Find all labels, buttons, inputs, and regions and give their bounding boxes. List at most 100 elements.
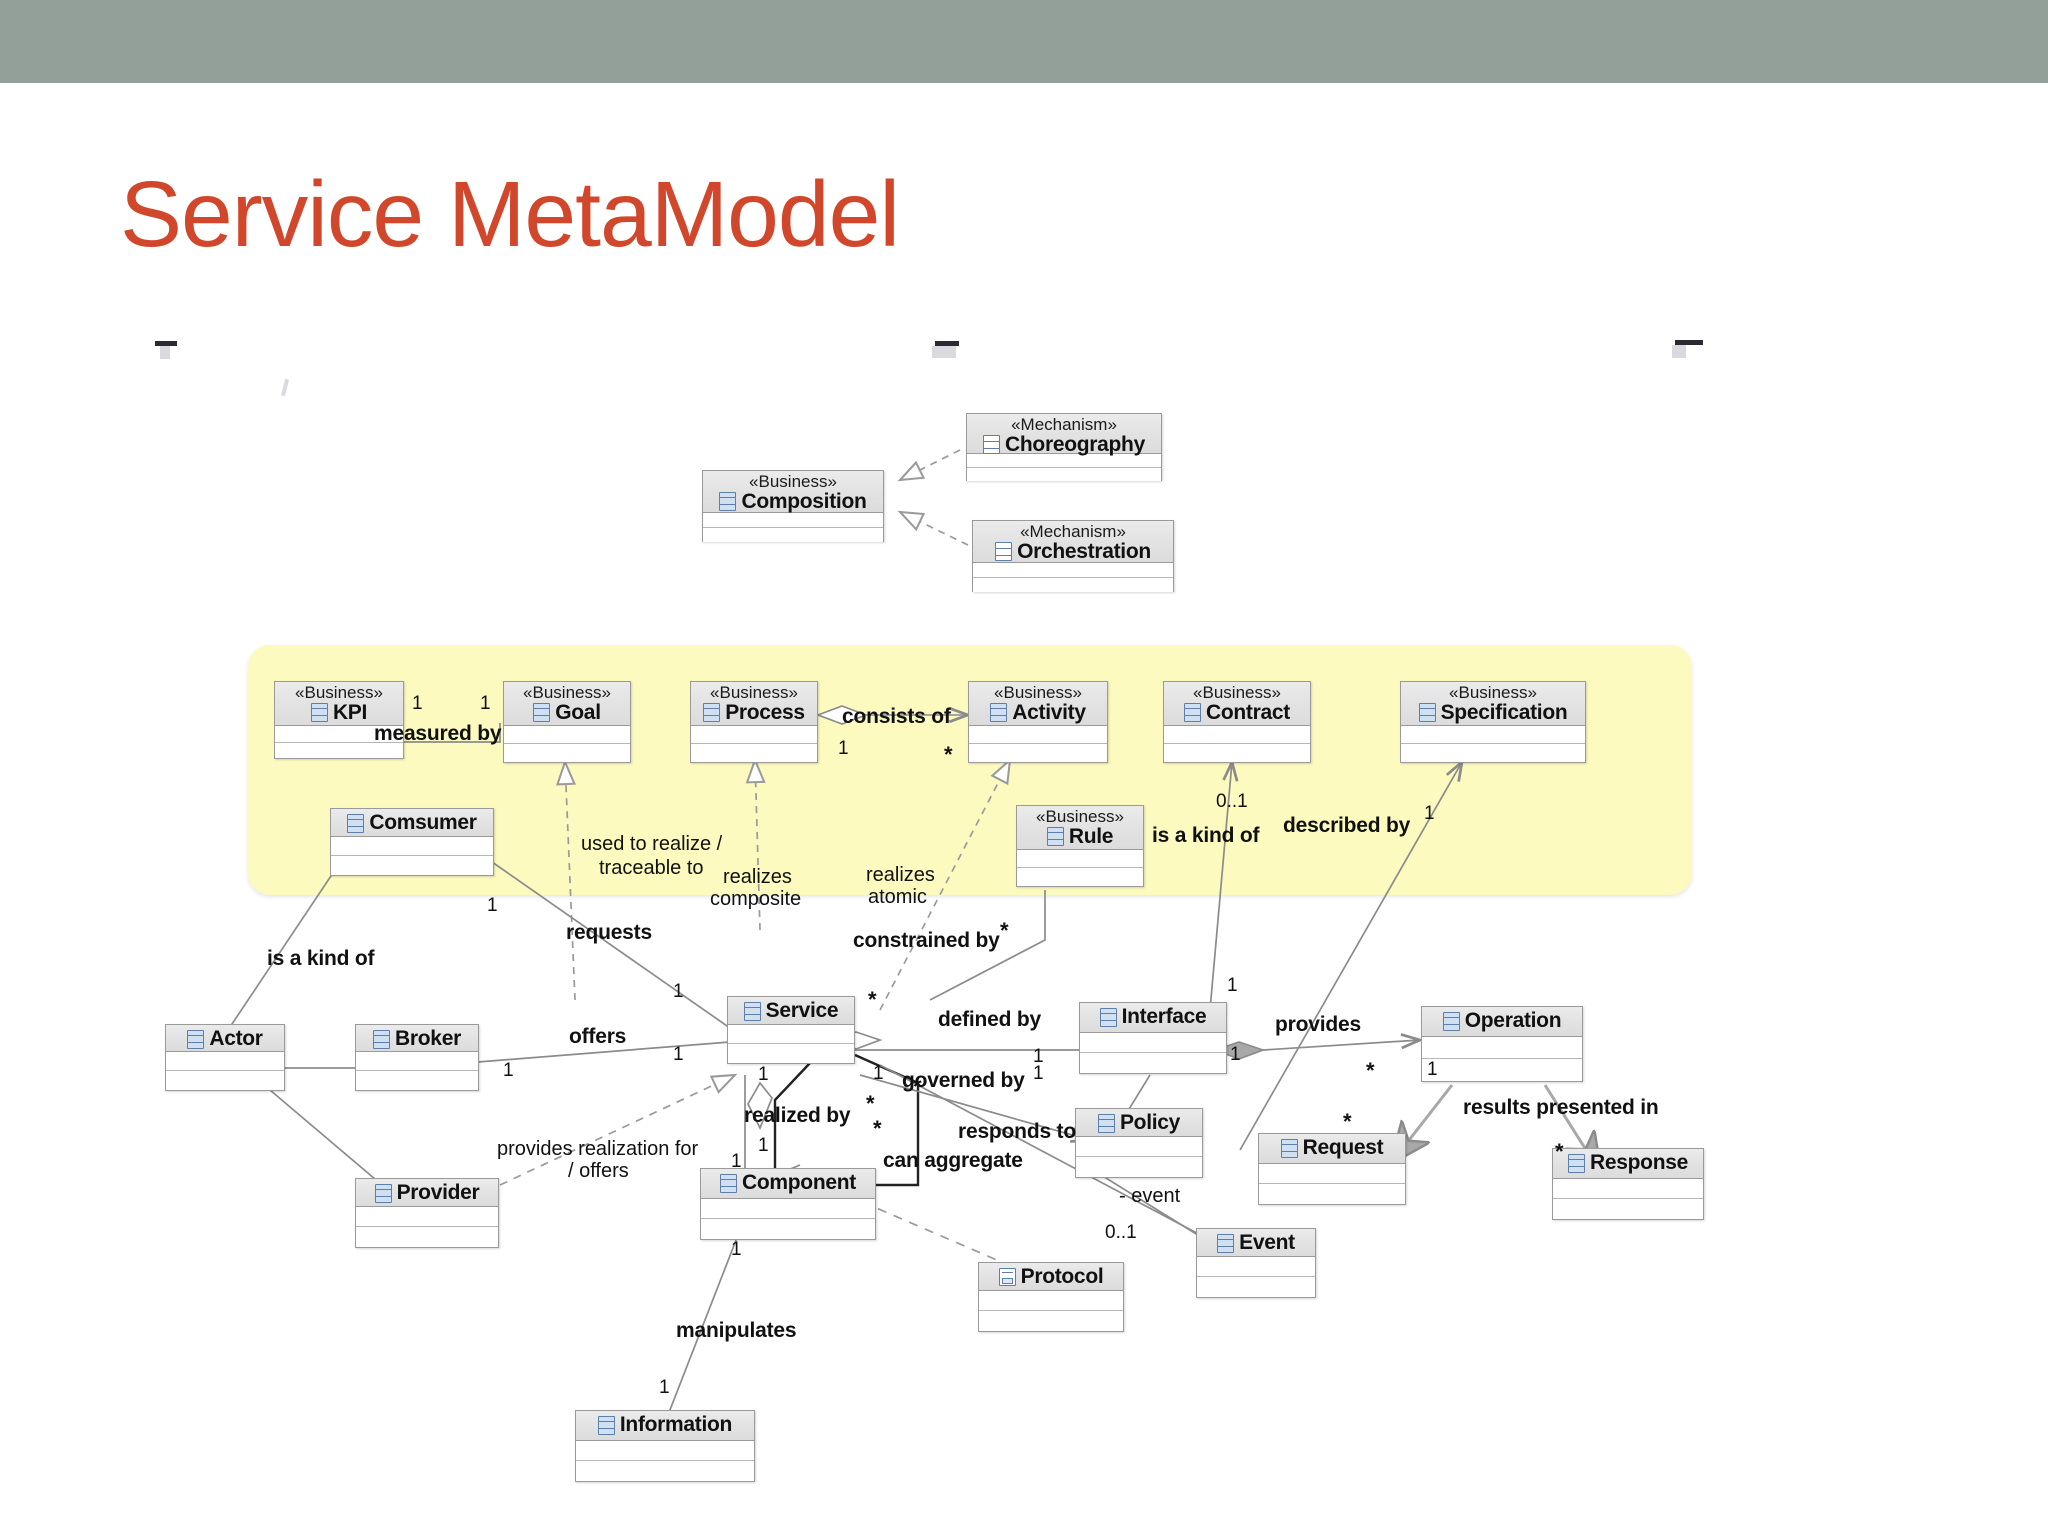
class-icon (1046, 827, 1064, 847)
multiplicity-rule-contract: 0..1 (1216, 791, 1248, 812)
class-box-information[interactable]: Information (575, 1410, 755, 1482)
class-box-protocol[interactable]: Protocol (978, 1262, 1124, 1332)
relationship-label-consists-of: consists of (842, 705, 951, 728)
class-box-activity[interactable]: «Business» Activity (968, 681, 1108, 763)
class-attributes-compartment (1422, 1037, 1582, 1059)
class-box-broker[interactable]: Broker (355, 1024, 479, 1091)
class-attributes-compartment (703, 513, 883, 528)
relationship-label-requests: requests (566, 921, 652, 944)
class-stereotype: «Mechanism» (1011, 415, 1117, 434)
class-name: Orchestration (1017, 539, 1151, 563)
relationship-label-event-role: - event (1119, 1185, 1181, 1207)
class-name: Broker (395, 1027, 461, 1050)
class-header: Interface (1080, 1003, 1226, 1033)
relationship-label-responds-to: responds to (958, 1120, 1076, 1143)
multiplicity-component-top: 1 (758, 1135, 769, 1156)
class-header: «Business» Process (691, 682, 817, 726)
multiplicity-goal: 1 (480, 693, 491, 714)
relationship-label-can-aggregate: can aggregate (883, 1149, 1023, 1172)
class-icon (373, 1029, 391, 1049)
relationship-label-governed-by: governed by (902, 1069, 1025, 1092)
class-operations-compartment (1197, 1277, 1315, 1297)
class-header: «Business» KPI (275, 682, 403, 726)
scan-artifact (935, 341, 959, 346)
class-name: Specification (1440, 700, 1568, 724)
multiplicity-rule: * (1000, 918, 1009, 943)
class-icon (1568, 1153, 1586, 1173)
class-box-kpi[interactable]: «Business» KPI (274, 681, 404, 759)
class-box-request[interactable]: Request (1258, 1133, 1406, 1205)
class-box-operation[interactable]: Operation (1421, 1006, 1583, 1082)
class-box-contract[interactable]: «Business» Contract (1163, 681, 1311, 763)
scan-artifact (281, 378, 289, 397)
class-icon (187, 1029, 205, 1049)
class-header: Response (1553, 1149, 1703, 1179)
class-box-response[interactable]: Response (1552, 1148, 1704, 1220)
class-header: «Business» Contract (1164, 682, 1310, 726)
multiplicity-interface-top: 1 (1227, 975, 1238, 996)
class-icon (533, 703, 551, 723)
class-box-goal[interactable]: «Business» Goal (503, 681, 631, 763)
relationship-label-realizes-atomic-line2: atomic (868, 886, 927, 908)
class-box-actor[interactable]: Actor (165, 1024, 285, 1091)
class-header: «Mechanism» Choreography (967, 414, 1161, 455)
multiplicity-consumer: 1 (487, 895, 498, 916)
class-box-composition[interactable]: «Business» Composition (702, 470, 884, 542)
class-box-component[interactable]: Component (700, 1168, 876, 1240)
class-header: «Business» Composition (703, 471, 883, 513)
class-attributes-compartment (973, 563, 1173, 578)
relationship-label-provides-realization-line1: provides realization for (497, 1138, 699, 1160)
class-name: Process (725, 700, 805, 724)
class-header: «Business» Goal (504, 682, 630, 726)
class-name: Request (1302, 1136, 1384, 1159)
class-attributes-compartment (275, 726, 403, 743)
relationship-label-used-to-realize: used to realize / (581, 833, 723, 855)
class-stereotype: «Business» (1193, 683, 1281, 702)
class-operations-compartment (1422, 1059, 1582, 1081)
class-header: Information (576, 1411, 754, 1441)
class-box-service[interactable]: Service (727, 996, 855, 1064)
class-attributes-compartment (356, 1207, 498, 1227)
class-box-policy[interactable]: Policy (1075, 1108, 1203, 1178)
multiplicity-request: * (1343, 1109, 1352, 1134)
class-name: Information (619, 1413, 733, 1436)
class-icon (1099, 1007, 1117, 1027)
class-box-specification[interactable]: «Business» Specification (1400, 681, 1586, 763)
class-box-rule[interactable]: «Business» Rule (1016, 805, 1144, 887)
class-icon (597, 1415, 615, 1435)
class-name: Actor (209, 1027, 263, 1050)
class-icon (374, 1183, 392, 1203)
multiplicity-service-left-top: 1 (673, 981, 684, 1002)
class-operations-compartment (1401, 744, 1585, 762)
relationship-label-measured-by: measured by (374, 722, 502, 745)
class-name: Goal (555, 700, 601, 724)
class-stereotype: «Business» (1449, 683, 1537, 702)
multiplicity-specification: 1 (1424, 803, 1435, 824)
class-icon (720, 1173, 738, 1193)
relationship-label-described-by: described by (1283, 814, 1411, 837)
class-attributes-compartment (701, 1199, 875, 1219)
class-box-interface[interactable]: Interface (1079, 1002, 1227, 1074)
class-operations-compartment (691, 744, 817, 762)
mechanism-icon (995, 542, 1013, 562)
mechanism-icon (983, 435, 1001, 455)
class-name: Event (1239, 1231, 1295, 1254)
class-name: Component (742, 1171, 856, 1194)
class-box-process[interactable]: «Business» Process (690, 681, 818, 763)
class-box-provider[interactable]: Provider (355, 1178, 499, 1248)
class-name: Policy (1119, 1111, 1181, 1134)
class-box-orchestration[interactable]: «Mechanism» Orchestration (972, 520, 1174, 592)
multiplicity-operation-star: * (1366, 1058, 1375, 1083)
scan-artifact (1672, 345, 1686, 358)
class-box-event[interactable]: Event (1196, 1228, 1316, 1298)
class-name: Contract (1206, 700, 1290, 724)
protocol-icon (998, 1268, 1016, 1287)
multiplicity-kpi: 1 (412, 693, 423, 714)
class-icon (1280, 1138, 1298, 1158)
class-operations-compartment (979, 1311, 1123, 1331)
class-icon (1184, 703, 1202, 723)
class-header: Request (1259, 1134, 1405, 1164)
multiplicity-service-star-3: * (873, 1116, 882, 1141)
class-box-comsumer[interactable]: Comsumer (330, 808, 494, 876)
class-box-choreography[interactable]: «Mechanism» Choreography (966, 413, 1162, 481)
